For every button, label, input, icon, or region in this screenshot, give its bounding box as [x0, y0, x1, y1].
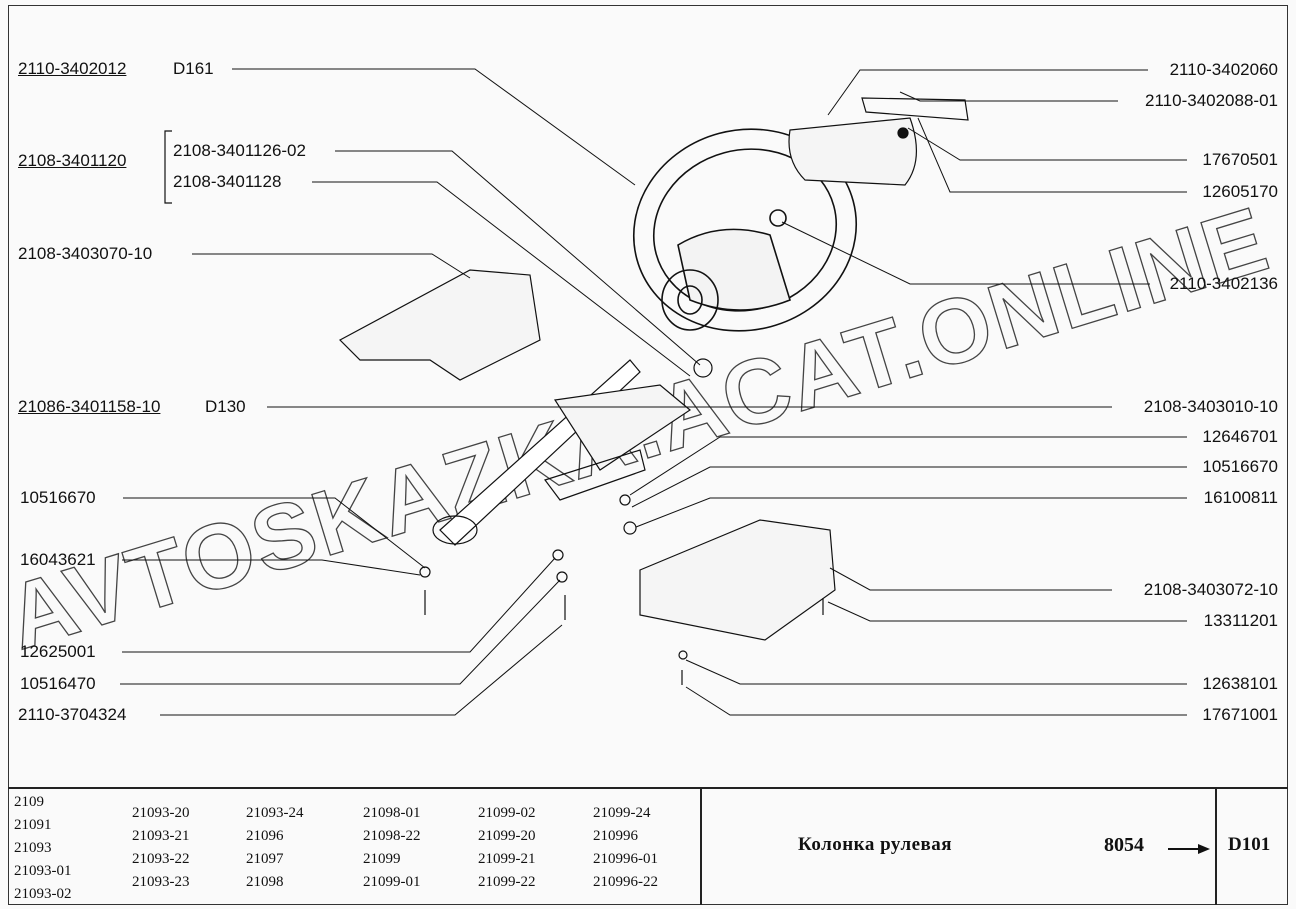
model-item: 21093-24: [246, 805, 304, 821]
model-item: 21098-01: [363, 805, 421, 821]
model-item: 21093-01: [14, 863, 72, 879]
part-label-10516670[interactable]: 10516670: [20, 488, 96, 507]
part-label-2110-3402060[interactable]: 2110-3402060: [1169, 60, 1278, 79]
part-label-10516670-right[interactable]: 10516670: [1202, 457, 1278, 476]
arrow-right-icon: [1168, 844, 1210, 854]
steering-wheel: [632, 128, 858, 332]
part-label-17670501[interactable]: 17670501: [1202, 150, 1278, 169]
diagram-frame: [8, 5, 1288, 905]
table-divider: [1215, 789, 1217, 905]
group-bracket: [164, 130, 172, 204]
diagram-title: Колонка рулевая: [798, 834, 953, 855]
model-item: 21093-23: [132, 874, 190, 890]
part-label-12638101[interactable]: 12638101: [1202, 674, 1278, 693]
model-item: 21099-21: [478, 851, 536, 867]
part-label-12605170[interactable]: 12605170: [1202, 182, 1278, 201]
model-item: 2109: [14, 794, 44, 810]
model-item: 21096: [246, 828, 284, 844]
part-label-2108-3403010-10[interactable]: 2108-3403010-10: [1143, 397, 1278, 416]
page-number: 8054: [1104, 834, 1144, 856]
model-item: 21099-02: [478, 805, 536, 821]
part-label-12646701[interactable]: 12646701: [1202, 427, 1278, 446]
part-label-2108-3401126-02[interactable]: 2108-3401126-02: [173, 141, 306, 160]
part-label-16043621[interactable]: 16043621: [20, 550, 96, 569]
model-item: 21098: [246, 874, 284, 890]
part-link-2110-3402012[interactable]: 2110-3402012: [18, 59, 127, 78]
model-column: 21098-01 21098-22 21099 21099-01: [363, 802, 421, 894]
model-item: 21093-22: [132, 851, 190, 867]
part-label-2108-3403072-10[interactable]: 2108-3403072-10: [1143, 580, 1278, 599]
model-column: 21093-20 21093-21 21093-22 21093-23: [132, 802, 190, 894]
model-item: 21098-22: [363, 828, 421, 844]
column-shaft: [432, 358, 713, 546]
part-label-13311201[interactable]: 13311201: [1203, 611, 1278, 630]
model-item: 21093: [14, 840, 52, 856]
model-column: 21099-24 210996 210996-01 210996-22: [593, 802, 658, 894]
model-item: 21099-24: [593, 805, 651, 821]
model-applicability-table: 2109 21091 21093 21093-01 21093-02 21093…: [8, 787, 1288, 905]
part-label-2108-3401128[interactable]: 2108-3401128: [173, 172, 282, 191]
model-item: 21099-22: [478, 874, 536, 890]
model-item: 210996-22: [593, 874, 658, 890]
part-label-2110-3402136[interactable]: 2110-3402136: [1169, 274, 1278, 293]
model-item: 21093-02: [14, 886, 72, 902]
ref-link-d101[interactable]: D101: [1228, 834, 1271, 855]
upper-shroud: [339, 269, 541, 381]
model-item: 21099-20: [478, 828, 536, 844]
part-label-12625001[interactable]: 12625001: [20, 642, 96, 661]
ref-link-d161[interactable]: D161: [173, 59, 214, 78]
model-item: 21093-20: [132, 805, 190, 821]
part-label-10516470[interactable]: 10516470: [20, 674, 96, 693]
model-item: 21099-01: [363, 874, 421, 890]
part-link-21086-3401158-10[interactable]: 21086-3401158-10: [18, 397, 161, 416]
model-item: 210996: [593, 828, 638, 844]
part-label-2108-3403070-10[interactable]: 2108-3403070-10: [18, 244, 153, 263]
model-item: 21093-21: [132, 828, 190, 844]
part-label-16100811[interactable]: 16100811: [1203, 488, 1278, 507]
lower-shroud: [639, 519, 836, 641]
model-item: 21097: [246, 851, 284, 867]
table-divider: [700, 789, 702, 905]
ref-link-d130[interactable]: D130: [205, 397, 246, 416]
part-link-2108-3401120[interactable]: 2108-3401120: [18, 151, 127, 170]
model-column: 21093-24 21096 21097 21098: [246, 802, 304, 894]
model-column: 21099-02 21099-20 21099-21 21099-22: [478, 802, 536, 894]
leader-lines: [120, 68, 1187, 716]
fasteners: [419, 494, 824, 685]
model-item: 210996-01: [593, 851, 658, 867]
horn-pad: [788, 97, 969, 186]
model-item: 21091: [14, 817, 52, 833]
part-label-17671001[interactable]: 17671001: [1202, 705, 1278, 724]
part-label-2110-3704324[interactable]: 2110-3704324: [18, 705, 127, 724]
model-column: 2109 21091 21093 21093-01 21093-02: [14, 791, 72, 906]
part-label-2110-3402088-01[interactable]: 2110-3402088-01: [1145, 91, 1278, 110]
model-item: 21099: [363, 851, 401, 867]
